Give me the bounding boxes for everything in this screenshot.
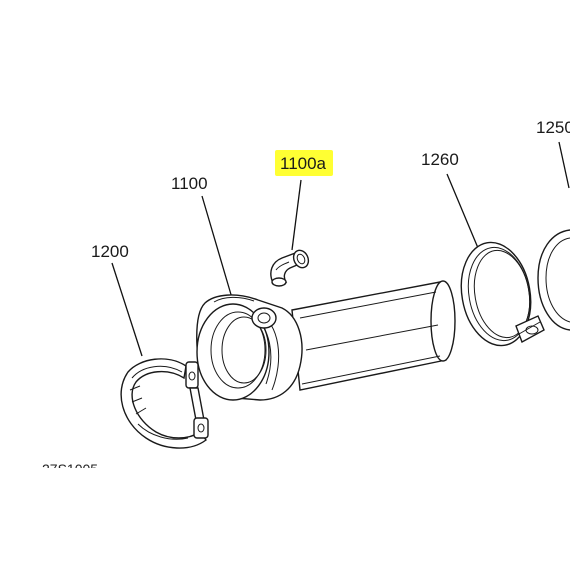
leader-line-1250	[558, 141, 570, 189]
part-clamp-1250	[537, 229, 570, 331]
leader-line-1200	[111, 262, 143, 357]
callout-1100: 1100	[171, 174, 208, 193]
callout-1100a: 1100a	[280, 154, 327, 173]
crop-mask	[0, 468, 200, 498]
part-hose-clamp-1260	[460, 241, 545, 347]
part-elbow-fitting-1100a	[270, 249, 310, 287]
callout-1260: 1260	[421, 150, 459, 169]
leader-line-1100a	[291, 179, 302, 251]
part-band-clamp-1200	[120, 358, 209, 449]
leader-line-1260	[446, 173, 479, 249]
leader-line-1100	[201, 195, 233, 299]
callout-highlight-1100a	[275, 150, 333, 176]
callout-1200: 1200	[91, 242, 129, 261]
callout-1250: 1250	[536, 118, 570, 137]
part-hose-housing-1100	[196, 280, 456, 401]
